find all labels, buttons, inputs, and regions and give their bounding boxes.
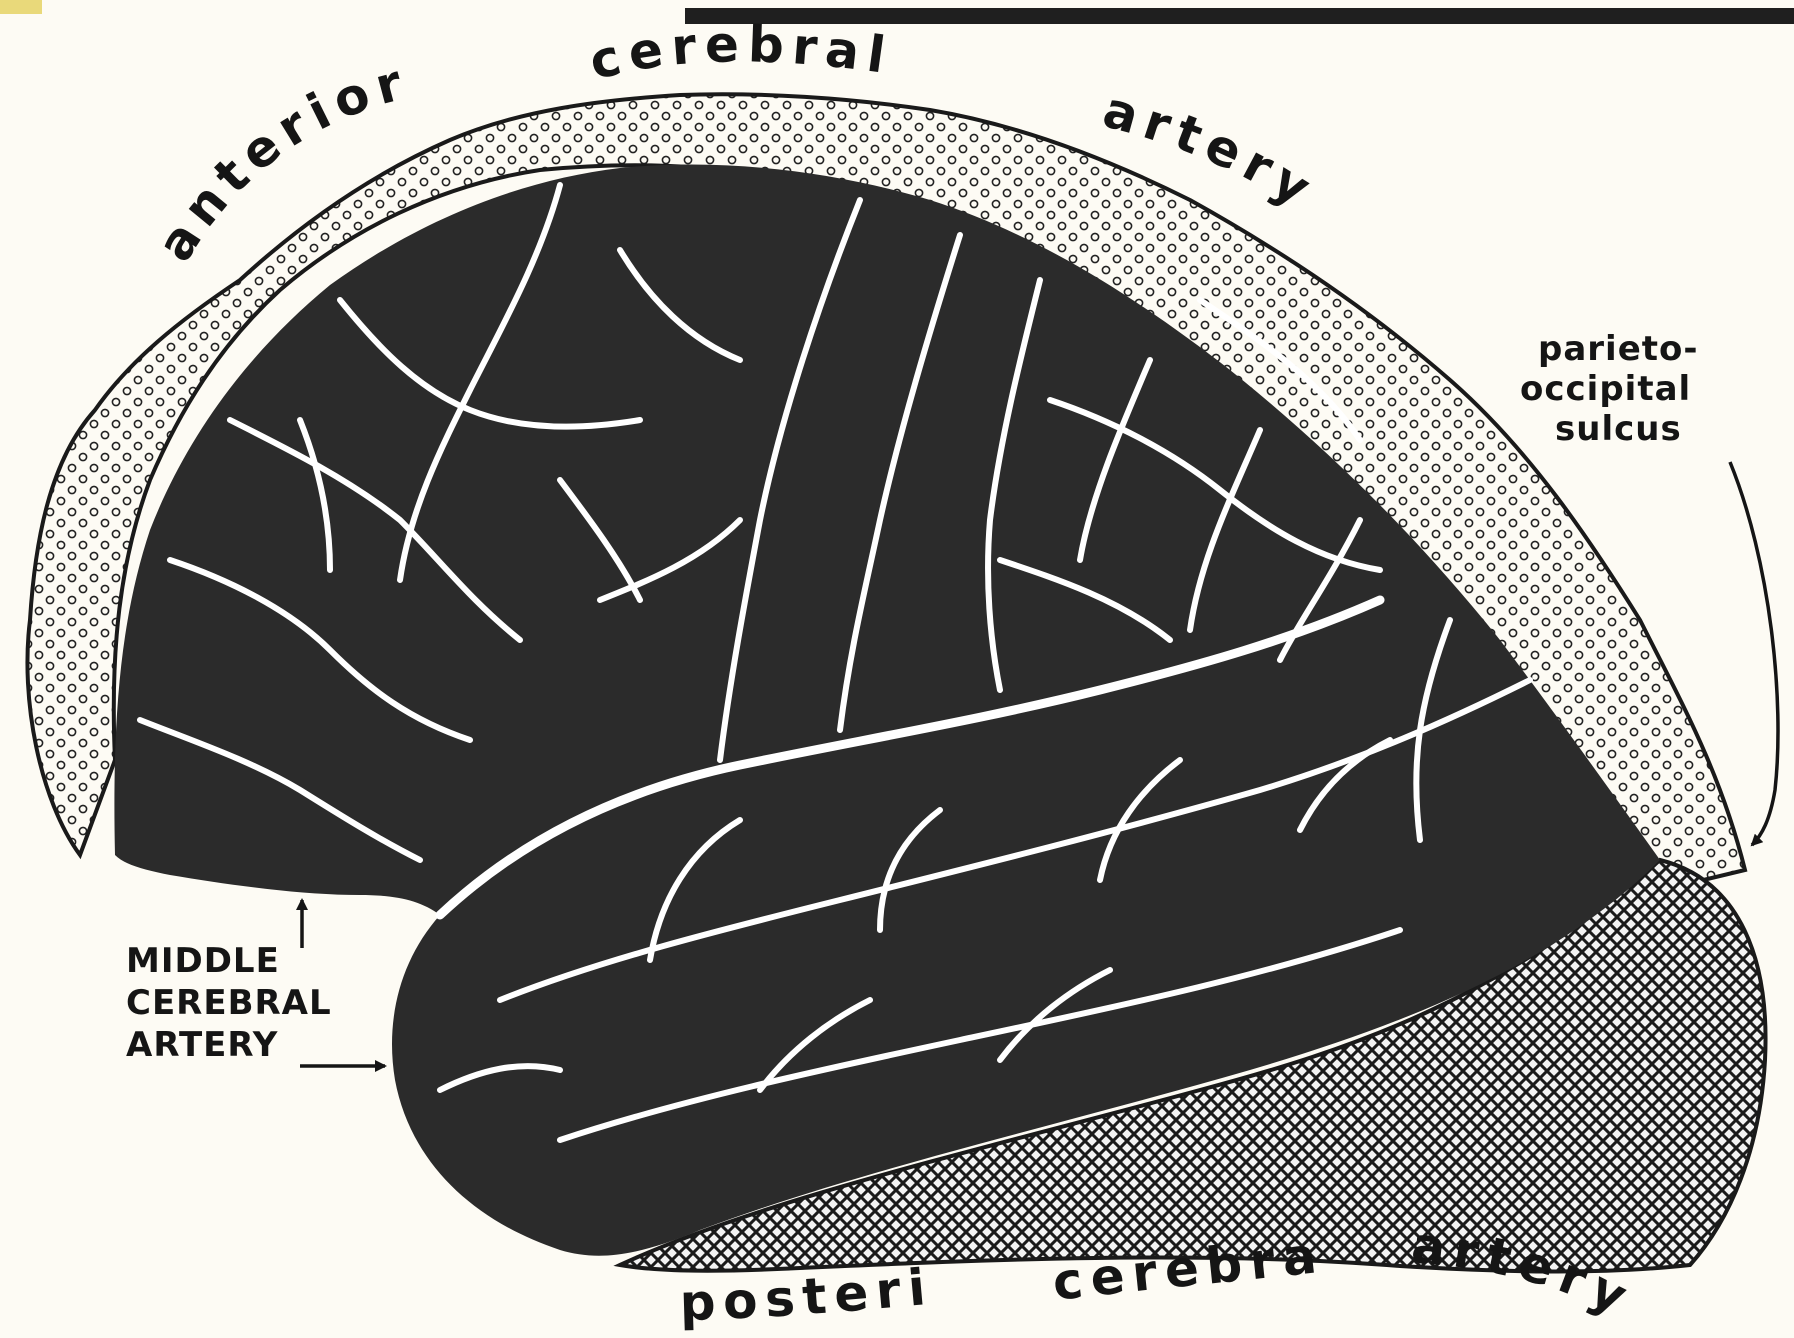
middle-line-3: ARTERY xyxy=(126,1025,278,1065)
middle-line-1: MIDDLE xyxy=(126,941,280,981)
parieto-line-2: occipital xyxy=(1520,369,1691,409)
top-rule xyxy=(685,8,1794,24)
parieto-line-3: sulcus xyxy=(1555,409,1682,449)
middle-line-2: CEREBRAL xyxy=(126,983,332,1023)
corner-mark xyxy=(0,0,42,14)
parieto-line-1: parieto- xyxy=(1538,329,1699,369)
